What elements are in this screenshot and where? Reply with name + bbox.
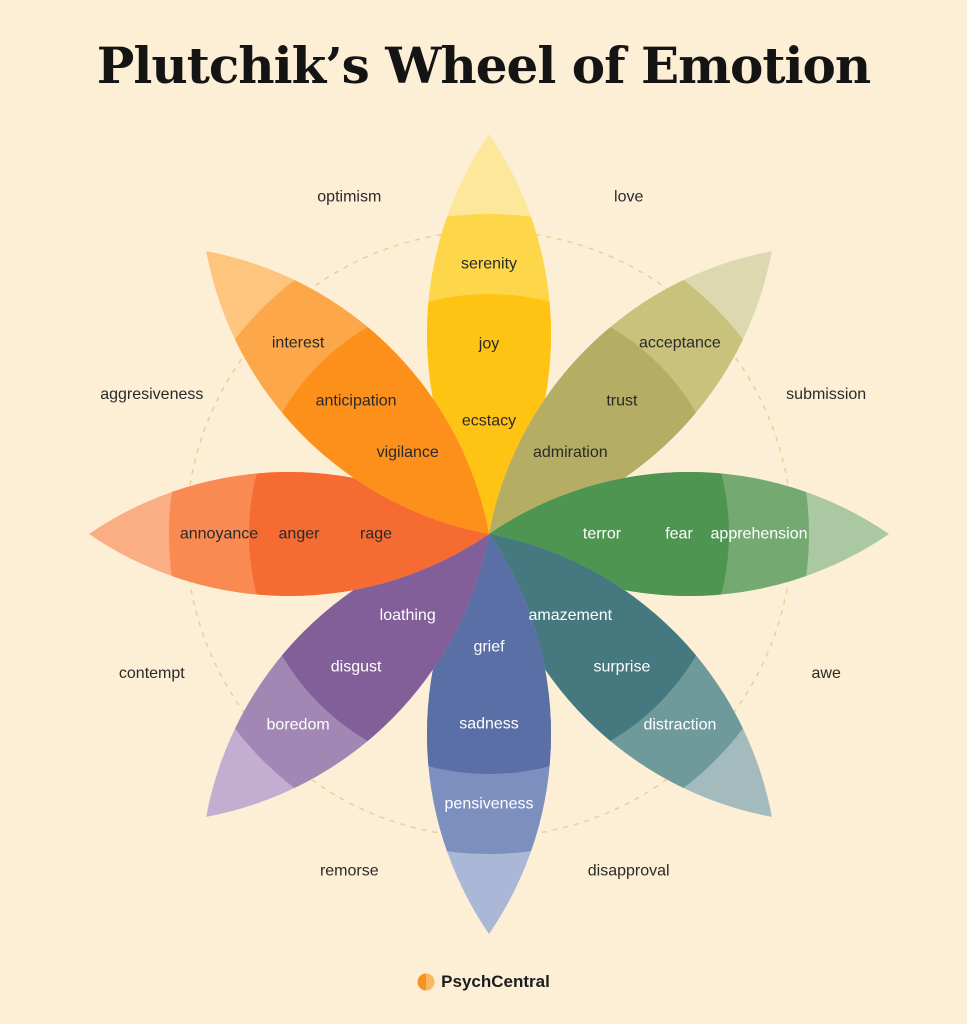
emotion-label-sadness: sadness bbox=[459, 716, 519, 733]
emotion-label-trust: trust bbox=[606, 393, 638, 410]
emotion-label-anger: anger bbox=[279, 526, 321, 543]
emotion-label-anticipation: anticipation bbox=[316, 393, 397, 410]
emotion-label-surprise: surprise bbox=[593, 658, 650, 675]
emotion-label-disgust: disgust bbox=[331, 658, 382, 675]
emotion-label-distraction: distraction bbox=[643, 716, 716, 733]
emotion-label-ecstacy: ecstacy bbox=[462, 413, 516, 430]
brand-name: PsychCentral bbox=[441, 972, 550, 991]
emotion-label-interest: interest bbox=[272, 335, 325, 352]
dyad-label-love: love bbox=[614, 188, 643, 205]
dyad-label-submission: submission bbox=[786, 386, 866, 403]
emotion-label-amazement: amazement bbox=[529, 607, 613, 624]
emotion-label-vigilance: vigilance bbox=[377, 444, 439, 461]
emotion-label-serenity: serenity bbox=[461, 256, 517, 273]
emotion-label-boredom: boredom bbox=[267, 716, 330, 733]
dyad-label-aggresiveness: aggresiveness bbox=[100, 386, 203, 403]
brand: PsychCentral bbox=[0, 972, 967, 992]
dyad-label-contempt: contempt bbox=[119, 665, 185, 682]
psychcentral-logo-icon bbox=[417, 973, 435, 991]
dyad-label-awe: awe bbox=[812, 665, 841, 682]
dyad-label-disapproval: disapproval bbox=[588, 863, 670, 880]
emotion-label-grief: grief bbox=[473, 639, 505, 656]
emotion-label-joy: joy bbox=[478, 336, 499, 353]
emotion-label-rage: rage bbox=[360, 526, 392, 543]
emotion-label-annoyance: annoyance bbox=[180, 526, 258, 543]
emotion-label-apprehension: apprehension bbox=[711, 526, 808, 543]
dyad-label-optimism: optimism bbox=[317, 188, 381, 205]
page-title: Plutchik’s Wheel of Emotion bbox=[96, 36, 871, 95]
dyad-label-remorse: remorse bbox=[320, 863, 379, 880]
emotion-label-fear: fear bbox=[665, 526, 693, 543]
emotion-label-acceptance: acceptance bbox=[639, 335, 721, 352]
emotion-label-admiration: admiration bbox=[533, 444, 608, 461]
emotion-label-loathing: loathing bbox=[380, 607, 436, 624]
emotion-label-terror: terror bbox=[583, 526, 622, 543]
emotion-label-pensiveness: pensiveness bbox=[445, 796, 534, 813]
